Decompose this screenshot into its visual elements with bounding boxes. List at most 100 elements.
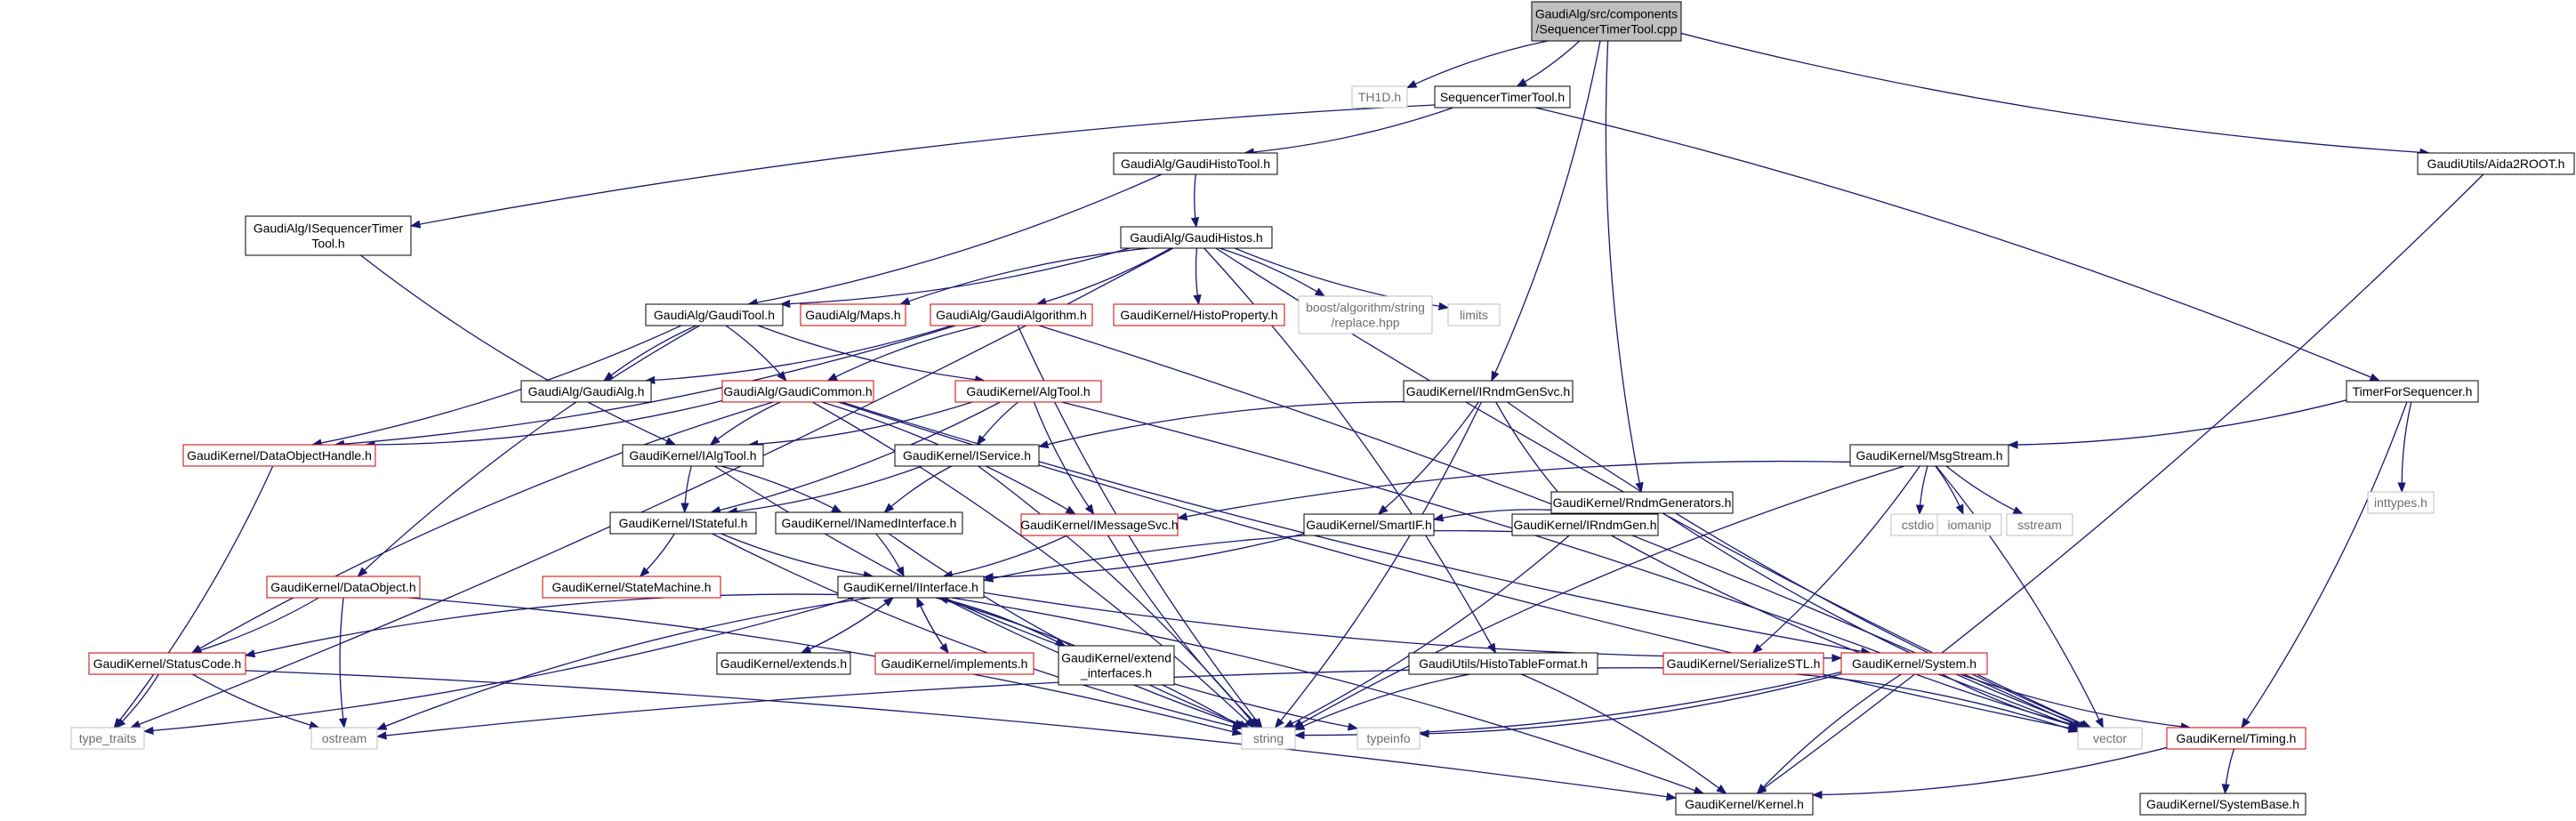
node-label: string	[1253, 731, 1284, 745]
node-gcommon[interactable]: GaudiAlg/GaudiCommon.h	[721, 380, 874, 403]
node-box	[716, 652, 851, 675]
edge-ghistos-to-typetraits	[129, 247, 1174, 728]
node-galg[interactable]: GaudiAlg/GaudiAlg.h	[520, 380, 652, 403]
node-rndmgens[interactable]: GaudiKernel/RndmGenerators.h	[1550, 491, 1734, 514]
node-label: GaudiKernel/IService.h	[903, 448, 1031, 463]
edge-ghistos-to-boostrepl	[1220, 247, 1326, 297]
node-label: GaudiKernel/RndmGenerators.h	[1553, 495, 1732, 510]
edge-iinterface-to-kernel	[951, 597, 1705, 794]
node-box	[1840, 652, 1988, 675]
node-histoprop[interactable]: GaudiKernel/HistoProperty.h	[1113, 303, 1285, 326]
edge-system-to-typeinfo	[1418, 673, 1842, 738]
node-imsgsvc[interactable]: GaudiKernel/IMessageSvc.h	[1020, 513, 1179, 536]
edge-statuscode-to-ostream	[192, 673, 320, 729]
edge-iservice-to-istateful	[727, 465, 922, 516]
edge-istateful-to-iinterface	[720, 533, 874, 579]
node-statemachine[interactable]: GaudiKernel/StateMachine.h	[542, 576, 721, 599]
node-label: GaudiAlg/GaudiHistos.h	[1130, 230, 1262, 245]
node-systembase[interactable]: GaudiKernel/SystemBase.h	[2139, 793, 2306, 816]
node-label: GaudiKernel/IRndmGen.h	[1513, 518, 1656, 532]
node-label: /SequencerTimerTool.cpp	[1535, 22, 1677, 36]
node-kernel[interactable]: GaudiKernel/Kernel.h	[1675, 793, 1814, 816]
node-serializestl[interactable]: GaudiKernel/SerializeSTL.h	[1662, 652, 1824, 675]
node-box	[874, 652, 1034, 675]
node-label: inttypes.h	[2374, 495, 2427, 510]
node-irndmgensvc[interactable]: GaudiKernel/IRndmGenSvc.h	[1403, 380, 1574, 403]
node-dataobjhandle[interactable]: GaudiKernel/DataObjectHandle.h	[182, 444, 376, 467]
node-galgorithm[interactable]: GaudiAlg/GaudiAlgorithm.h	[930, 303, 1093, 326]
node-label: GaudiKernel/StateMachine.h	[552, 580, 712, 594]
node-ghistos[interactable]: GaudiAlg/GaudiHistos.h	[1120, 226, 1273, 249]
node-box	[1020, 513, 1179, 536]
edge-serializestl-to-ostream	[375, 667, 1664, 740]
node-label: GaudiKernel/Kernel.h	[1685, 797, 1804, 811]
edge-inamedif-to-string	[888, 533, 1250, 728]
edge-irndmgen-to-string	[1283, 535, 1570, 728]
node-iservice[interactable]: GaudiKernel/IService.h	[894, 444, 1040, 467]
node-inamedif[interactable]: GaudiKernel/INamedInterface.h	[775, 511, 963, 535]
node-box	[542, 576, 721, 599]
edge-imsgsvc-to-iinterface	[942, 535, 1067, 579]
node-ghistotool[interactable]: GaudiAlg/GaudiHistoTool.h	[1113, 152, 1278, 175]
node-extendif[interactable]: GaudiKernel/extend_interfaces.h	[1058, 645, 1175, 686]
edge-gcommon-to-string	[811, 401, 1255, 728]
node-algtool[interactable]: GaudiKernel/AlgTool.h	[954, 380, 1102, 403]
edge-iseqtimer-to-ialgtool	[360, 254, 677, 446]
node-box	[800, 303, 906, 326]
edge-ialgtool-to-string	[714, 465, 1248, 728]
node-label: GaudiKernel/System.h	[1852, 656, 1976, 671]
edge-algtool-to-iservice	[976, 401, 1018, 446]
node-seqtt[interactable]: SequencerTimerTool.h	[1434, 85, 1571, 109]
edge-statuscode-to-typetraits	[115, 673, 159, 728]
edge-galgorithm-to-dataobjhandle	[334, 325, 956, 448]
node-statuscode[interactable]: GaudiKernel/StatusCode.h	[88, 652, 246, 675]
node-box	[310, 727, 378, 750]
edge-smartif-to-iinterface	[982, 533, 1305, 582]
node-histotablefmt[interactable]: GaudiUtils/HistoTableFormat.h	[1408, 652, 1598, 675]
node-label: iomanip	[1947, 518, 1991, 532]
node-label: GaudiKernel/IRndmGenSvc.h	[1406, 384, 1570, 398]
node-box	[775, 511, 963, 535]
node-limits: limits	[1447, 303, 1501, 326]
node-box	[2166, 727, 2306, 750]
node-gtool[interactable]: GaudiAlg/GaudiTool.h	[645, 303, 784, 326]
node-box	[1058, 645, 1175, 686]
node-root[interactable]: GaudiAlg/src/components/SequencerTimerTo…	[1531, 1, 1682, 42]
node-istateful[interactable]: GaudiKernel/IStateful.h	[609, 511, 757, 535]
node-aida2root[interactable]: GaudiUtils/Aida2ROOT.h	[2417, 152, 2575, 175]
node-label: GaudiKernel/DataObject.h	[270, 580, 415, 594]
node-timerforseq[interactable]: TimerForSequencer.h	[2346, 380, 2479, 403]
node-timing[interactable]: GaudiKernel/Timing.h	[2166, 727, 2306, 750]
edge-ghistos-to-histotablefmt	[1203, 247, 1496, 655]
edge-serializestl-to-vector	[1795, 673, 2080, 733]
edge-gcommon-to-dataobjhandle	[364, 399, 723, 449]
node-iinterface[interactable]: GaudiKernel/IInterface.h	[837, 576, 985, 599]
node-extends[interactable]: GaudiKernel/extends.h	[716, 652, 851, 675]
edge-ghistos-to-gtool	[779, 247, 1131, 309]
edge-timerforseq-to-timing	[2241, 401, 2408, 728]
edge-iservice-to-inamedif	[883, 465, 952, 513]
node-box	[266, 576, 421, 599]
node-label: /replace.hpp	[1331, 316, 1399, 330]
edge-inamedif-to-iinterface	[875, 533, 905, 578]
node-typeinfo: typeinfo	[1356, 727, 1421, 750]
edge-ghistos-to-galgorithm	[1035, 247, 1171, 306]
edge-ghistotool-to-ghistos	[1190, 173, 1200, 229]
node-maps[interactable]: GaudiAlg/Maps.h	[800, 303, 906, 326]
node-label: sstream	[2017, 518, 2062, 532]
node-box	[1675, 793, 1814, 816]
node-box	[2417, 152, 2575, 175]
node-system[interactable]: GaudiKernel/System.h	[1840, 652, 1988, 675]
node-implements[interactable]: GaudiKernel/implements.h	[874, 652, 1034, 675]
node-irndmgen[interactable]: GaudiKernel/IRndmGen.h	[1511, 513, 1659, 536]
node-smartif[interactable]: GaudiKernel/SmartIF.h	[1303, 513, 1435, 536]
edge-istateful-to-statemachine	[639, 533, 675, 577]
node-msgstream[interactable]: GaudiKernel/MsgStream.h	[1849, 444, 2009, 467]
node-dataobject[interactable]: GaudiKernel/DataObject.h	[266, 576, 421, 599]
node-cstdio: cstdio	[1890, 513, 1945, 536]
edge-irndmgensvc-to-iservice	[1037, 401, 1405, 449]
edge-system-to-kernel	[1756, 673, 1902, 794]
node-label: GaudiKernel/HistoProperty.h	[1120, 308, 1277, 322]
node-ialgtool[interactable]: GaudiKernel/IAlgTool.h	[622, 444, 764, 467]
